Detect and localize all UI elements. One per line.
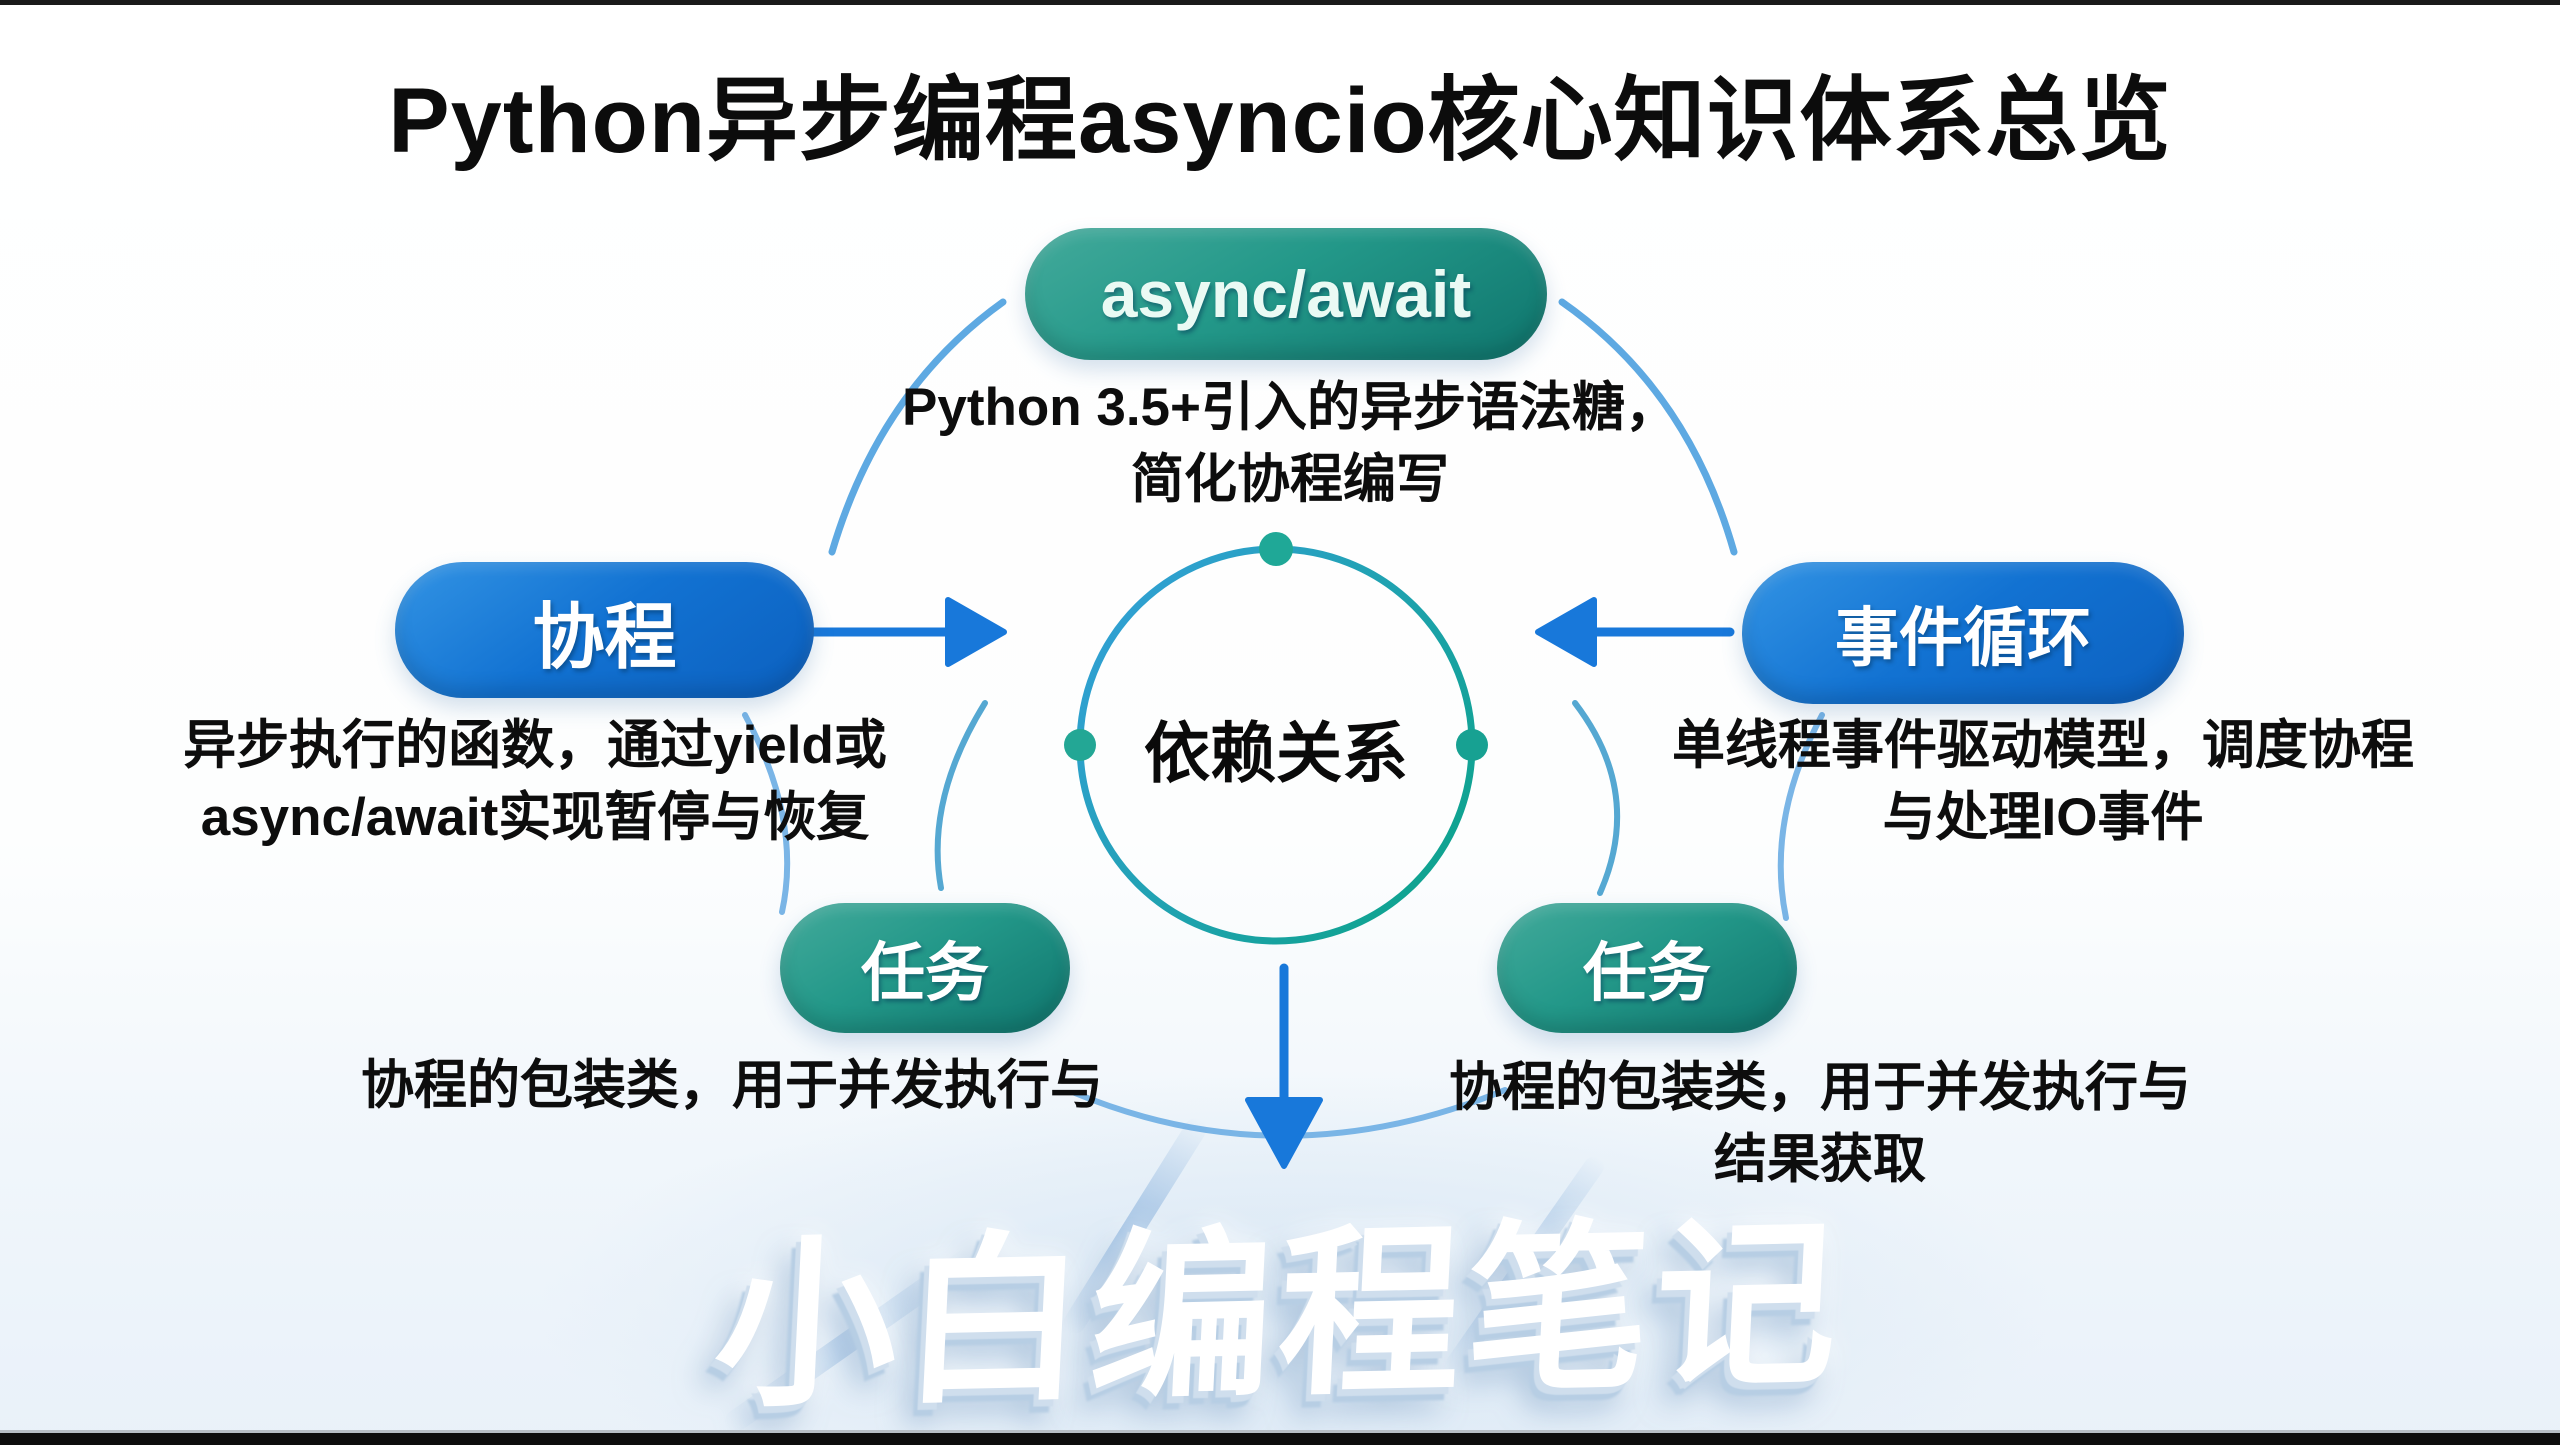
async-await-description: Python 3.5+引入的异步语法糖， 简化协程编写 bbox=[840, 372, 1740, 516]
arrow-head-coroutine-to-ring bbox=[945, 597, 1007, 667]
arrow-head-eventloop-to-ring bbox=[1535, 597, 1597, 667]
arc-coroutine-to-task-left bbox=[742, 712, 791, 915]
arc-ring-to-task-left bbox=[934, 700, 988, 891]
ring-dot-right bbox=[1456, 729, 1488, 761]
dependency-ring-label: 依赖关系 bbox=[1144, 716, 1408, 790]
task-left-description-line1: 协程的包装类，用于并发执行与 bbox=[361, 1056, 1103, 1115]
watermark-text: 小白编程笔记 bbox=[710, 1201, 1849, 1429]
ring-dot-top bbox=[1259, 532, 1293, 566]
ring-dot-left bbox=[1064, 729, 1096, 761]
event-loop-description: 单线程事件驱动模型，调度协程 与处理IO事件 bbox=[1643, 710, 2443, 854]
node-task-right: 任务 bbox=[1497, 903, 1797, 1033]
arc-ring-to-task-right bbox=[1572, 700, 1621, 896]
top-border-strip bbox=[0, 0, 2560, 5]
task-right-description-line1: 协程的包装类，用于并发执行与 bbox=[1449, 1058, 2191, 1117]
arrow-head-ring-down bbox=[1245, 1097, 1323, 1169]
arc-asyncawait-to-coroutine bbox=[828, 298, 1007, 556]
node-coroutine-label: 协程 bbox=[532, 597, 677, 678]
arc-eventloop-to-task-right bbox=[1777, 712, 1825, 921]
node-task-right-label: 任务 bbox=[1583, 937, 1711, 1009]
task-left-description: 协程的包装类，用于并发执行与 bbox=[282, 1050, 1182, 1122]
task-right-description: 协程的包装类，用于并发执行与 结果获取 bbox=[1370, 1052, 2270, 1196]
node-async-await-label: async/await bbox=[1100, 257, 1472, 331]
async-await-description-line1: Python 3.5+引入的异步语法糖， bbox=[902, 378, 1678, 437]
arc-asyncawait-to-eventloop bbox=[1558, 298, 1738, 556]
node-event-loop-label: 事件循环 bbox=[1835, 602, 2091, 674]
node-async-await: async/await bbox=[1025, 228, 1547, 360]
page-title: Python异步编程asyncio核心知识体系总览 bbox=[388, 70, 2172, 172]
coroutine-description-line2: async/await实现暂停与恢复 bbox=[200, 788, 870, 848]
coroutine-description: 异步执行的函数，通过yield或 async/await实现暂停与恢复 bbox=[85, 710, 985, 854]
coroutine-description-line1: 异步执行的函数，通过yield或 bbox=[183, 716, 887, 775]
bottom-border-strip bbox=[0, 1433, 2560, 1445]
node-coroutine: 协程 bbox=[395, 562, 814, 698]
async-await-description-line2: 简化协程编写 bbox=[1131, 450, 1449, 510]
node-task-left: 任务 bbox=[780, 903, 1070, 1033]
node-task-left-label: 任务 bbox=[861, 937, 989, 1009]
node-event-loop: 事件循环 bbox=[1742, 562, 2184, 704]
event-loop-description-line1: 单线程事件驱动模型，调度协程 bbox=[1672, 716, 2414, 775]
task-right-description-line2: 结果获取 bbox=[1714, 1130, 1926, 1190]
event-loop-description-line2: 与处理IO事件 bbox=[1882, 788, 2204, 848]
